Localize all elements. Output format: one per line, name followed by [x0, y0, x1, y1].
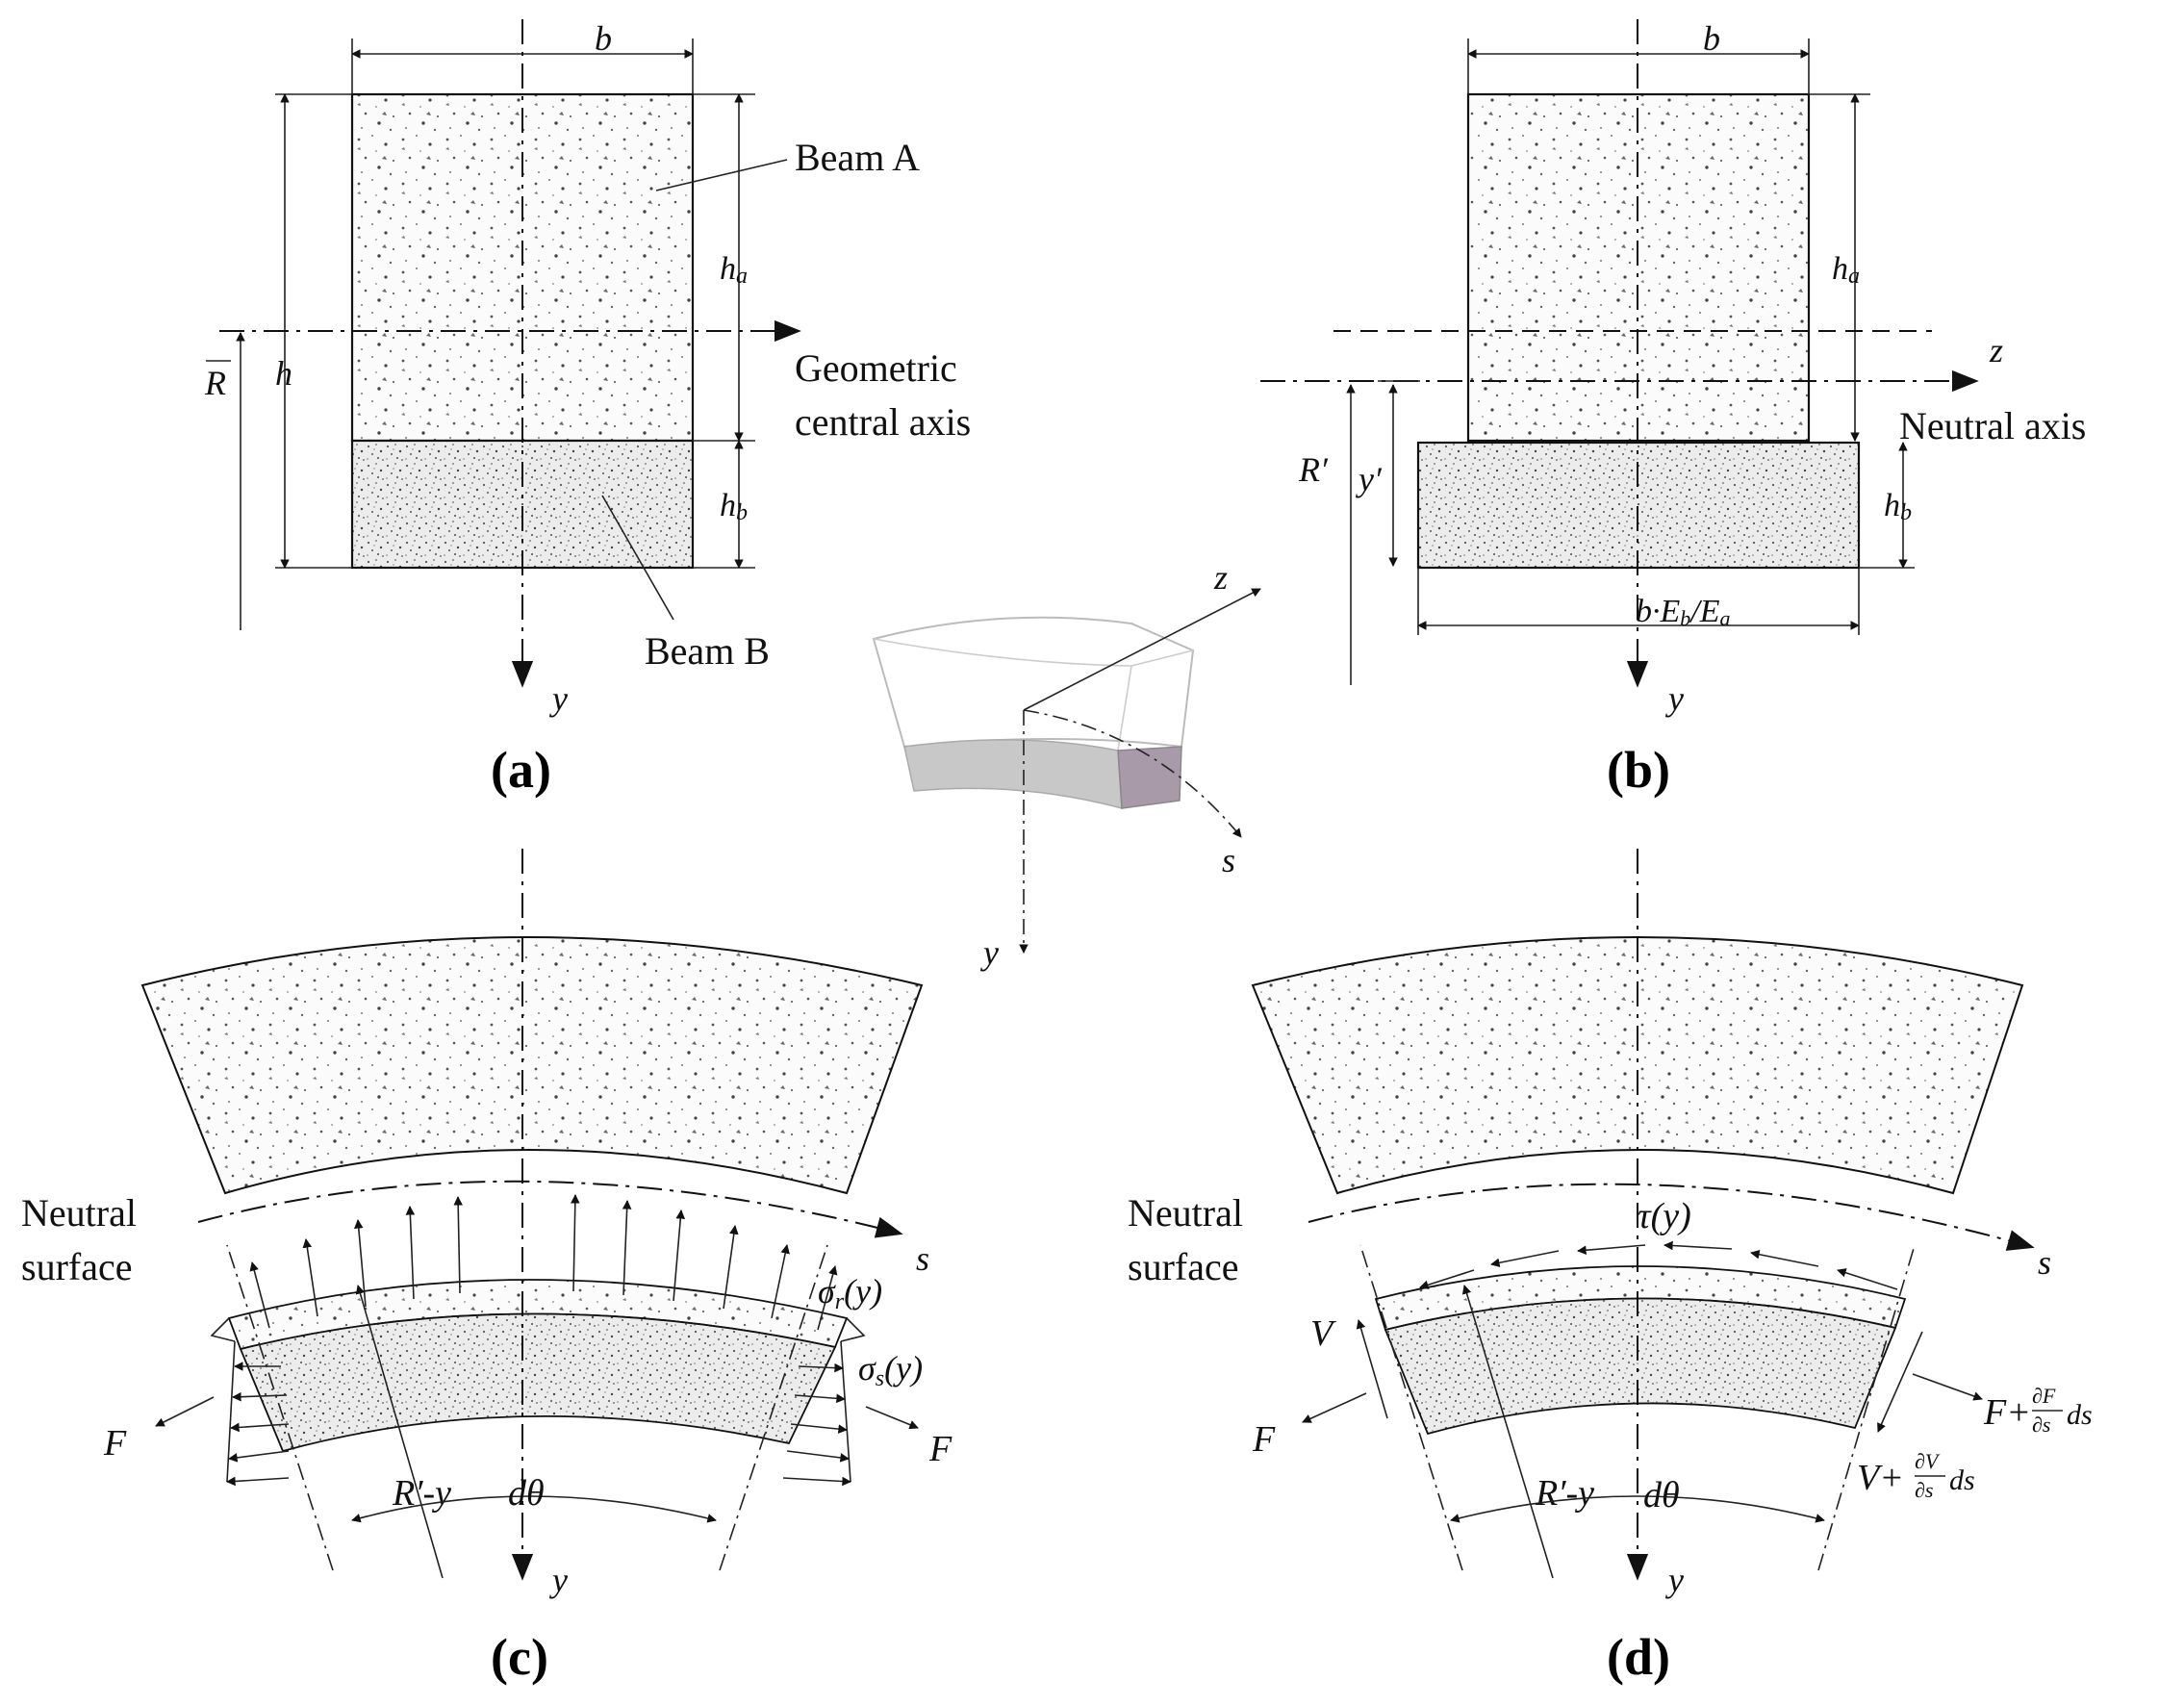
label-s-d: s: [2038, 1243, 2051, 1282]
label-f-right-c: F: [928, 1429, 952, 1469]
label-dtheta-c: dθ: [508, 1473, 545, 1514]
label-s-3d: s: [1222, 841, 1235, 879]
label-v-frac-num: ∂V: [1915, 1449, 1941, 1473]
label-b: b: [595, 19, 612, 58]
label-f-plus: F+: [1983, 1392, 2031, 1433]
beam-b-end-face: [1117, 746, 1182, 809]
normal-stress-arrows-right: [782, 1362, 851, 1487]
shear-stress-arrows: [1419, 1240, 1898, 1290]
element-beam-b-d: [1384, 1297, 1897, 1436]
label-f-left-d: F: [1252, 1419, 1276, 1460]
label-z-b: z: [1989, 331, 2003, 369]
curved-beam-a-d: [1251, 936, 2024, 1195]
label-sigma-s: σs(y): [858, 1349, 923, 1391]
label-neutral-c2: surface: [21, 1245, 132, 1288]
label-beam-b: Beam B: [645, 629, 770, 673]
label-neutral-c1: Neutral: [21, 1191, 137, 1235]
caption-c: (c): [491, 1628, 548, 1686]
caption-a: (a): [491, 741, 551, 799]
curved-beam-a-c: [140, 936, 924, 1195]
shear-v-right: [1877, 1331, 1923, 1433]
label-f-ds: ds: [2067, 1399, 2093, 1431]
label-r-prime: R′: [1298, 450, 1329, 489]
label-ha: ha: [720, 251, 748, 289]
beam-b-3d: [903, 739, 1123, 809]
transformed-beam-b: [1416, 441, 1861, 570]
label-central-axis: central axis: [795, 400, 971, 444]
label-v-ds: ds: [1949, 1464, 1975, 1496]
label-sigma-r: σr(y): [818, 1272, 882, 1314]
s-axis-3d: [1023, 709, 1242, 838]
label-neutral-axis: Neutral axis: [1899, 404, 2086, 447]
beam-b-section: [350, 439, 695, 570]
neutral-surface-d: [1308, 1183, 2035, 1251]
label-y-3d: y: [980, 933, 999, 972]
z-axis-3d: [1023, 588, 1261, 711]
label-tau: τ(y): [1638, 1196, 1691, 1236]
label-hb-b: hb: [1884, 488, 1912, 525]
label-r-bar: R: [204, 364, 226, 402]
force-f-left-d: [1302, 1392, 1367, 1423]
label-y-b: y: [1665, 679, 1684, 718]
curved-beam-3d: z s y: [872, 558, 1261, 972]
label-y-d: y: [1665, 1561, 1684, 1599]
label-r-minus-y-d: R′-y: [1535, 1473, 1594, 1514]
normal-stress-arrows-left: [226, 1362, 290, 1487]
label-geometric: Geometric: [795, 346, 957, 390]
label-ha-b: ha: [1832, 251, 1860, 289]
label-neutral-d1: Neutral: [1128, 1191, 1243, 1235]
label-z-3d: z: [1213, 558, 1228, 597]
label-b-b: b: [1703, 19, 1720, 58]
shear-v-left: [1356, 1319, 1388, 1419]
dtheta-arc-d: [1450, 1495, 1825, 1523]
label-f-frac-num: ∂F: [2032, 1384, 2056, 1408]
force-f-right-d: [1912, 1373, 1983, 1401]
element-beam-b-c: [239, 1312, 837, 1453]
dtheta-arc-c: [351, 1495, 717, 1523]
neutral-surface-c: [197, 1180, 903, 1238]
label-v-left: V: [1310, 1313, 1336, 1354]
radial-stress-arrows: [249, 1194, 838, 1331]
label-h: h: [275, 354, 292, 393]
label-v-frac-den: ∂s: [1915, 1478, 1933, 1502]
force-f-right-c: [865, 1406, 919, 1430]
panel-c: s Neutral surface: [21, 849, 952, 1686]
label-beam-a: Beam A: [795, 136, 920, 179]
panel-a: b h ha hb R Geometric central axis y Bea…: [204, 19, 971, 799]
caption-d: (d): [1607, 1628, 1670, 1686]
beam-a-3d: [872, 616, 1195, 749]
label-f-frac-den: ∂s: [2032, 1413, 2050, 1437]
label-r-minus-y-c: R′-y: [392, 1473, 451, 1514]
label-y-c: y: [549, 1561, 568, 1599]
label-y-a: y: [549, 679, 568, 718]
force-f-left-c: [155, 1396, 215, 1427]
label-dtheta-d: dθ: [1643, 1475, 1680, 1515]
caption-b: (b): [1607, 741, 1670, 799]
label-f-left-c: F: [103, 1423, 127, 1464]
label-hb: hb: [720, 488, 748, 525]
label-y-prime: y′: [1356, 460, 1383, 498]
panel-b: b ha hb z Neutral axis R′ y′ b·Eb/Ea y (…: [1260, 19, 2086, 799]
label-v-plus: V+: [1857, 1458, 1904, 1498]
label-s-c: s: [916, 1239, 929, 1278]
label-neutral-d2: surface: [1128, 1245, 1238, 1288]
label-transformed-width: b·Eb/Ea: [1636, 594, 1731, 630]
panel-d: s Neutral surface τ(y) V F F+ ∂F ∂s ds V…: [1128, 849, 2093, 1686]
